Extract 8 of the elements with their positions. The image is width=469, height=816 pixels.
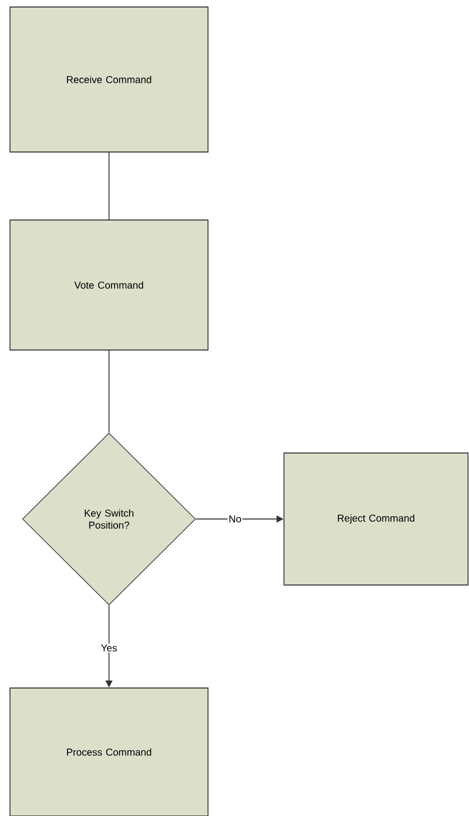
connector-line [108, 152, 110, 220]
edge-label: Yes [100, 644, 118, 652]
process-box: Receive Command [10, 6, 208, 152]
process-box: Process Command [10, 688, 208, 816]
edge-label: No [228, 514, 242, 524]
connector-line [108, 350, 110, 434]
process-box: Vote Command [10, 220, 208, 350]
process-box: Reject Command [284, 452, 468, 586]
